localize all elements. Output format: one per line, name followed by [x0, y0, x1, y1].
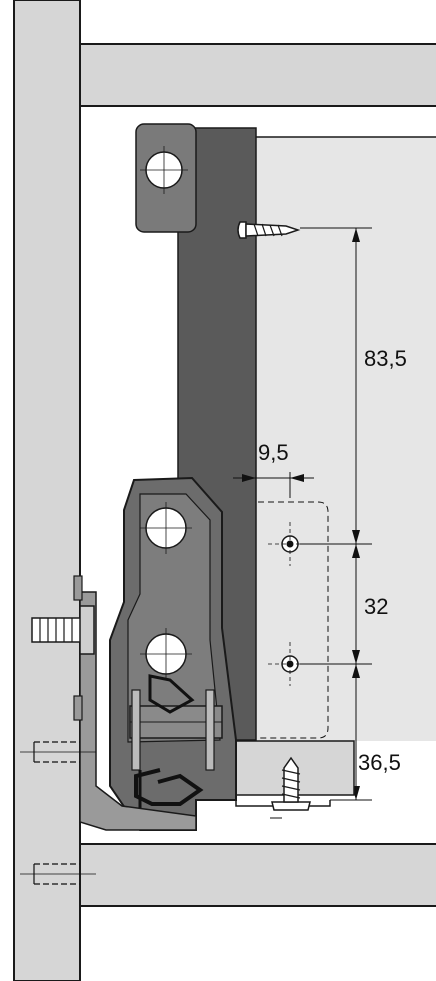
- screw-icon: [270, 756, 311, 819]
- cabinet-side-panel: [13, 0, 81, 981]
- runner-roller: [205, 689, 215, 771]
- drawer-front-panel: [256, 137, 436, 741]
- runner-roller: [131, 689, 141, 771]
- mounting-area-outline: [258, 501, 329, 739]
- dimension-9-5-label: 9,5: [258, 440, 289, 465]
- dimension-83-5-label: 83,5: [364, 346, 407, 371]
- screw-icon: [31, 605, 95, 655]
- screw-icon: [237, 221, 301, 239]
- dimension-36-5-label: 36,5: [358, 750, 401, 775]
- runner-hook-upper: [148, 674, 195, 714]
- top-shelf: [79, 43, 436, 107]
- runner-hook-lower: [134, 768, 204, 806]
- dowel-icon: [20, 863, 96, 885]
- bracket-tab: [73, 695, 83, 721]
- mounting-hole-icon: [140, 146, 188, 194]
- mounting-hole-icon: [140, 628, 192, 680]
- bracket-tab: [73, 575, 83, 601]
- bottom-shelf: [79, 843, 436, 907]
- mounting-hole-icon: [140, 502, 192, 554]
- mounting-hole-icon: [268, 642, 312, 686]
- dimension-32-label: 32: [364, 594, 388, 619]
- dowel-icon: [20, 741, 96, 763]
